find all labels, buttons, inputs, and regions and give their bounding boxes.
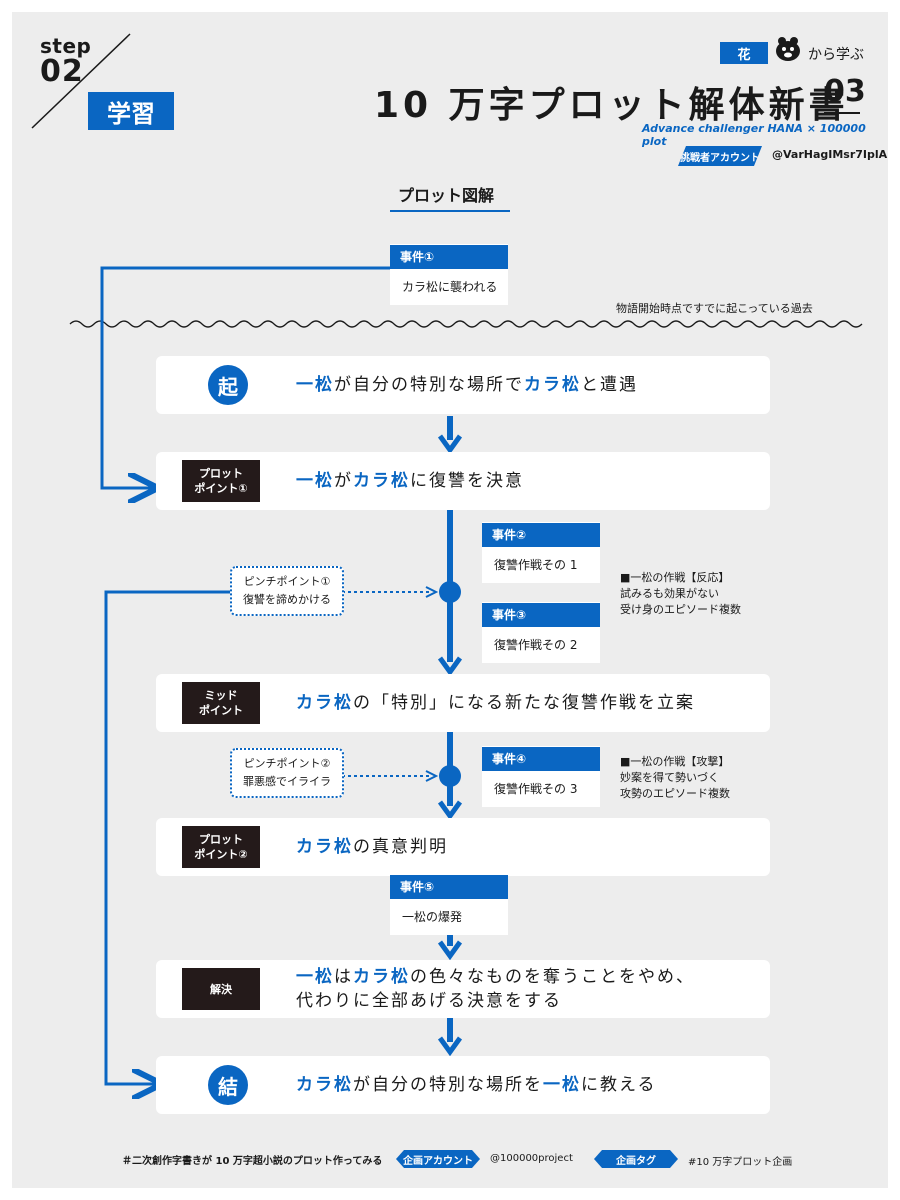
arrow-mid-to-pp2 (437, 800, 463, 821)
stage-resolution-text: 一松はカラ松の色々なものを奪うことをやめ、 代わりに全部あげる決意をする (296, 965, 695, 1013)
incident-2-text: 復讐作戦その 1 (494, 558, 578, 572)
text-segment: に復讐を決意 (410, 471, 524, 491)
pinch-point-2-box: ピンチポイント② 罪悪感でイライラ (230, 748, 344, 798)
highlight-name: 一松 (296, 471, 334, 491)
incident-4-box: 事件④ 復讐作戦その 3 (482, 746, 600, 807)
stage-plot-point-2-text: カラ松の真意判明 (296, 835, 448, 859)
stage-ki-badge: 起 (208, 365, 248, 405)
page-frame: step 02 学習 花 から学ぶ 10 万字プロット解体新書 03 Advan… (12, 12, 888, 1188)
past-divider-wave (69, 320, 863, 328)
pinch-point-2-title: ピンチポイント② (243, 757, 331, 770)
study-tag: 学習 (88, 92, 174, 130)
flow-connectors (69, 266, 863, 1188)
highlight-name: カラ松 (296, 1075, 353, 1095)
arrow-pp1-to-mid (437, 656, 463, 677)
highlight-name: カラ松 (296, 837, 353, 857)
highlight-name: 一松 (296, 967, 334, 987)
step-number: 02 (40, 54, 84, 89)
text-segment: が自分の特別な場所で (334, 375, 524, 395)
stage-plot-point-2-row: プロット ポイント② カラ松の真意判明 (156, 818, 770, 876)
stage-ketsu-text: カラ松が自分の特別な場所を一松に教える (296, 1073, 657, 1097)
highlight-name: 一松 (296, 375, 334, 395)
arrow-resolve-to-ketsu (437, 1036, 463, 1057)
section-title: プロット図解 (398, 186, 495, 205)
pinch1-connector (104, 590, 230, 1084)
title-number-underline (824, 112, 860, 114)
incident-5-label: 事件⑤ (390, 875, 508, 899)
incident-1-box: 事件① カラ松に襲われる (390, 244, 508, 305)
plot-point-1-label: プロット ポイント① (182, 460, 260, 502)
stage-ki-text: 一松が自分の特別な場所でカラ松と遭遇 (296, 373, 638, 397)
text-segment: の色々なものを奪うことをやめ、 (410, 967, 695, 987)
project-tag-value: #10 万字プロット企画 (688, 1157, 793, 1168)
stage-ketsu-badge: 結 (208, 1065, 248, 1105)
strategy-note-1: ■一松の作戦【反応】 試みるも効果がない 受け身のエピソード複数 (620, 571, 741, 616)
resolution-line-1: 一松はカラ松の色々なものを奪うことをやめ、 (296, 965, 695, 989)
hana-badge: 花 (720, 42, 768, 64)
header-diagonal-divider (31, 33, 131, 129)
stage-ki-row: 起 一松が自分の特別な場所でカラ松と遭遇 (156, 356, 770, 414)
incident-3-label: 事件③ (482, 603, 600, 627)
arrow-ki-to-pp1 (437, 434, 463, 455)
text-segment: の真意判明 (353, 837, 448, 857)
subtitle: Advance challenger HANA × 100000 plot (642, 122, 866, 148)
pinch-point-1-box: ピンチポイント① 復讐を諦めかける (230, 566, 344, 616)
highlight-name: カラ松 (353, 967, 410, 987)
stage-ketsu-row: 結 カラ松が自分の特別な場所を一松に教える (156, 1056, 770, 1114)
step-word: step (40, 34, 92, 58)
text-segment: に教える (581, 1075, 657, 1095)
project-account-badge: 企画アカウント (396, 1150, 480, 1168)
main-title: 10 万字プロット解体新書 (374, 85, 849, 126)
project-account-id: @100000project (490, 1153, 573, 1164)
text-segment: は (334, 967, 353, 987)
stage-plot-point-1-text: 一松がカラ松に復讐を決意 (296, 469, 524, 493)
title-number: 03 (824, 74, 866, 109)
pinch-point-1-title: ピンチポイント① (243, 575, 331, 588)
challenger-account-id: @VarHagIMsr7IplA (772, 148, 888, 161)
incident-2-box: 事件② 復讐作戦その 1 (482, 522, 600, 583)
footer-hashtag: ＃二次創作字書きが 10 万字超小説のプロット作ってみる (122, 1156, 383, 1167)
text-segment: が自分の特別な場所を (353, 1075, 543, 1095)
arrow-pp2-to-resolve (437, 940, 463, 961)
highlight-name: カラ松 (524, 375, 581, 395)
stage-plot-point-1-row: プロット ポイント① 一松がカラ松に復讐を決意 (156, 452, 770, 510)
stage-midpoint-text: カラ松の「特別」になる新たな復讐作戦を立案 (296, 691, 695, 715)
highlight-name: 一松 (543, 1075, 581, 1095)
mascot-icon (776, 37, 800, 61)
strategy-note-2: ■一松の作戦【攻撃】 妙案を得て勢いづく 攻勢のエピソード複数 (620, 755, 730, 800)
midpoint-label: ミッド ポイント (182, 682, 260, 724)
incident-5-text: 一松の爆発 (402, 910, 463, 924)
project-tag-badge: 企画タグ (594, 1150, 678, 1168)
pinch2-junction (439, 765, 461, 787)
resolution-label: 解決 (182, 968, 260, 1010)
incident-3-box: 事件③ 復讐作戦その 2 (482, 602, 600, 663)
pinch-point-1-text: 復讐を諦めかける (243, 593, 331, 606)
resolution-line-2: 代わりに全部あげる決意をする (296, 989, 695, 1013)
incident1-connector (100, 266, 390, 488)
incident-5-box: 事件⑤ 一松の爆発 (390, 874, 508, 935)
section-title-underline (390, 210, 510, 212)
incident-1-text: カラ松に襲われる (402, 280, 498, 294)
plot-point-2-label: プロット ポイント② (182, 826, 260, 868)
highlight-name: カラ松 (353, 471, 410, 491)
challenger-account-badge: 挑戦者アカウント (678, 146, 762, 166)
text-segment: 代わりに全部あげる決意をする (296, 991, 562, 1011)
stage-midpoint-row: ミッド ポイント カラ松の「特別」になる新たな復讐作戦を立案 (156, 674, 770, 732)
incident-3-text: 復讐作戦その 2 (494, 638, 578, 652)
text-segment: が (334, 471, 353, 491)
from-learn-text: から学ぶ (808, 47, 864, 63)
incident-2-label: 事件② (482, 523, 600, 547)
text-segment: の「特別」になる新たな復讐作戦を立案 (353, 693, 695, 713)
highlight-name: カラ松 (296, 693, 353, 713)
incident-4-text: 復讐作戦その 3 (494, 782, 578, 796)
incident-1-label: 事件① (390, 245, 508, 269)
pinch1-junction (439, 581, 461, 603)
pinch-point-2-text: 罪悪感でイライラ (243, 775, 331, 788)
stage-resolution-row: 解決 一松はカラ松の色々なものを奪うことをやめ、 代わりに全部あげる決意をする (156, 960, 770, 1018)
pre-story-note: 物語開始時点ですでに起こっている過去 (616, 302, 813, 315)
incident-4-label: 事件④ (482, 747, 600, 771)
text-segment: と遭遇 (581, 375, 638, 395)
